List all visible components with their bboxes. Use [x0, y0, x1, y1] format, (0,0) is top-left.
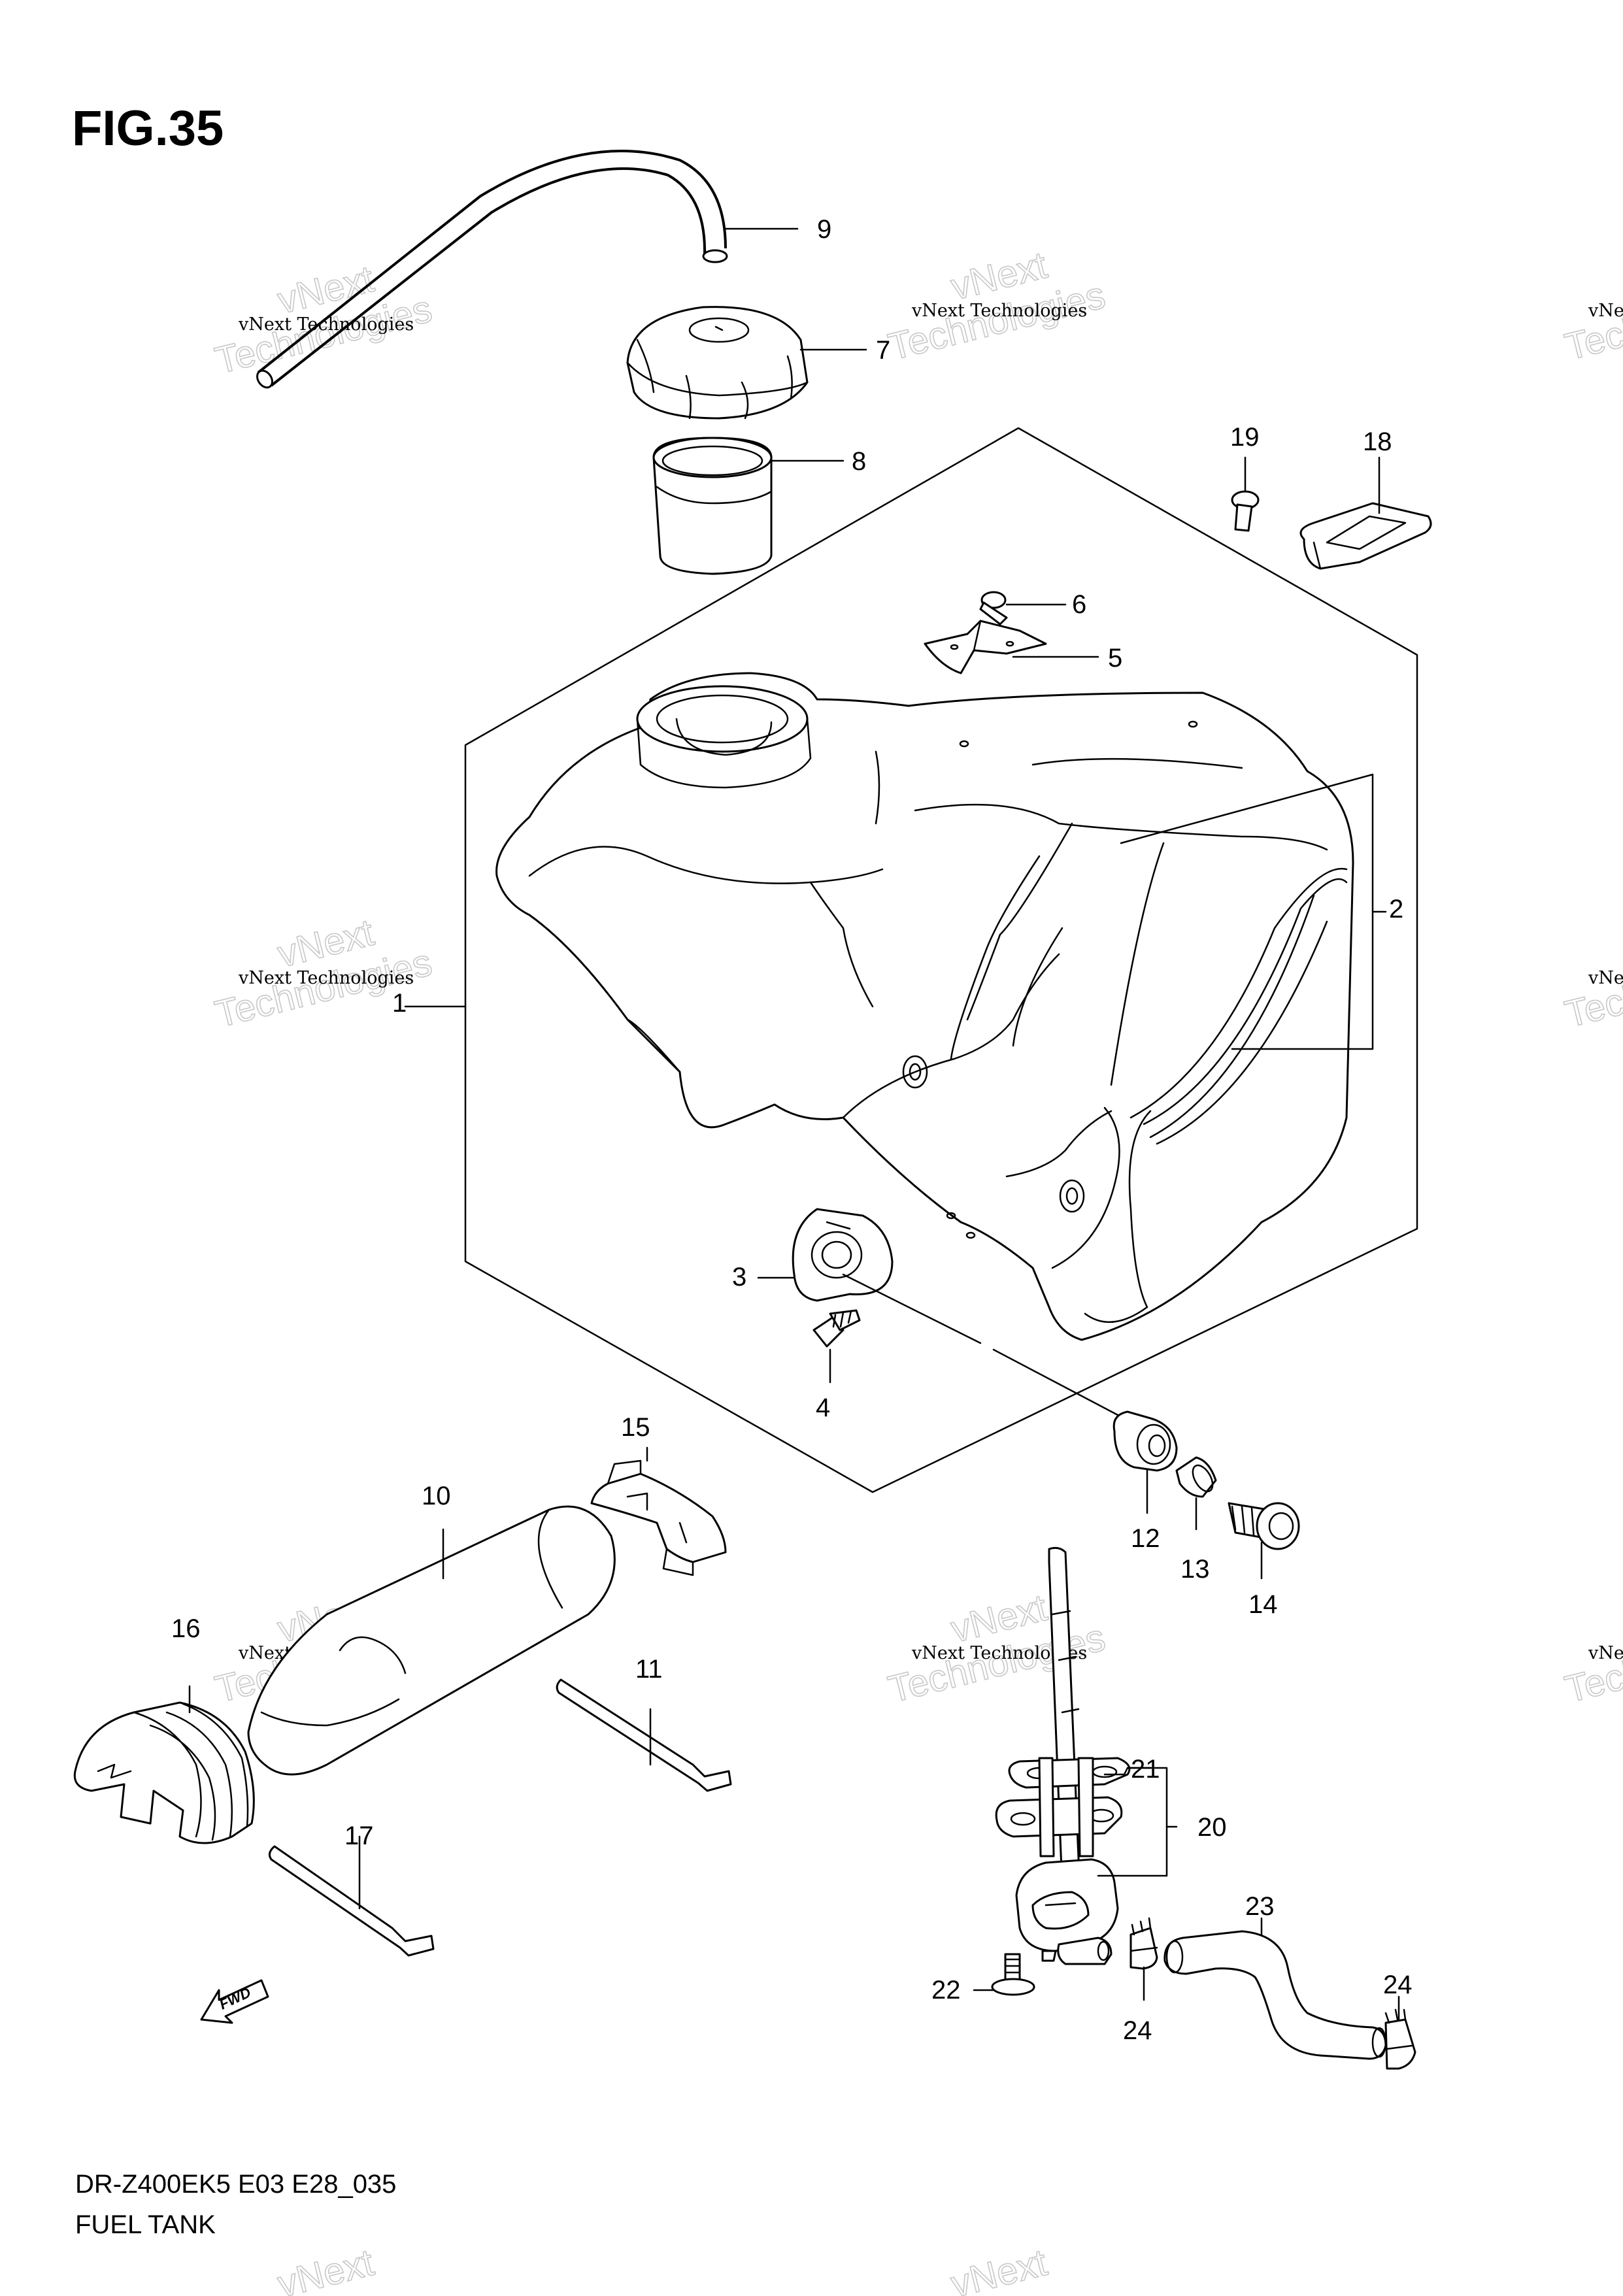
svg-text:vNext Technologies: vNext Technologies [1588, 301, 1623, 321]
breather-hose [256, 150, 728, 389]
callout-3: 3 [732, 1263, 746, 1291]
bracket-bolt [979, 591, 1008, 625]
cock-screw [991, 1953, 1035, 1996]
bracket-bolt-4 [812, 1309, 861, 1348]
callout-21: 21 [1131, 1755, 1160, 1784]
svg-text:vNext Technologies: vNext Technologies [1588, 968, 1623, 988]
watermark: vNext Technologies vNext Technologies [1560, 1586, 1623, 1711]
tank-bolt [1228, 1502, 1300, 1550]
hose-clamp-a [1129, 1917, 1158, 1970]
callout-18: 18 [1363, 427, 1392, 456]
svg-text:vNext Technologies: vNext Technologies [1588, 1643, 1623, 1663]
callout-24b: 24 [1123, 2016, 1152, 2045]
callout-17: 17 [344, 1822, 374, 1850]
callout-24a: 24 [1383, 1971, 1413, 1999]
watermark: vNext Technologies vNext Technologies [884, 1586, 1110, 1711]
heat-guard [247, 1505, 616, 1776]
leader-lines [188, 227, 1400, 2021]
callout-1: 1 [392, 989, 407, 1018]
fwd-arrow-icon: FWD [200, 1979, 269, 2024]
fuel-tank [495, 672, 1354, 1341]
callout-15: 15 [621, 1413, 650, 1442]
callout-7: 7 [876, 336, 890, 365]
grommet [1113, 1410, 1178, 1472]
callout-12: 12 [1131, 1524, 1160, 1553]
svg-text:Technologies: Technologies [1561, 941, 1623, 1036]
fuel-hose [1163, 1930, 1387, 2060]
fuel-cap [626, 306, 809, 420]
callout-22: 22 [931, 1976, 961, 2005]
tank-bracket [924, 620, 1047, 674]
cable-tie-17 [268, 1845, 435, 1957]
callout-20: 20 [1197, 1813, 1227, 1842]
assembly-boundary [464, 427, 1418, 1493]
watermark: vNext [946, 2240, 1052, 2296]
svg-text:Technologies: Technologies [1561, 274, 1623, 369]
watermark: vNext Technologies vNext Technologies [1560, 910, 1623, 1036]
callout-13: 13 [1180, 1555, 1210, 1584]
cable-tie-11 [556, 1678, 732, 1792]
collar [1175, 1456, 1217, 1498]
svg-text:vNext: vNext [273, 2241, 378, 2296]
heat-guard-clip [590, 1459, 727, 1576]
strap-screw [1231, 490, 1260, 532]
svg-text:vNext Technologies: vNext Technologies [238, 968, 414, 988]
callout-11: 11 [635, 1655, 663, 1684]
callout-10: 10 [422, 1482, 451, 1510]
callout-6: 6 [1072, 590, 1086, 619]
cap-gasket [652, 437, 773, 575]
callout-19: 19 [1230, 423, 1260, 452]
callout-23: 23 [1245, 1892, 1275, 1921]
callout-14: 14 [1248, 1590, 1278, 1619]
side-guard [73, 1701, 255, 1844]
svg-text:Technologies: Technologies [1561, 1616, 1623, 1711]
callout-8: 8 [852, 447, 866, 476]
callout-5: 5 [1108, 644, 1122, 673]
figure-title: FIG.35 [72, 101, 224, 156]
fuel-cock-bracket [792, 1208, 894, 1302]
callout-9: 9 [817, 215, 831, 244]
callout-16: 16 [171, 1614, 201, 1643]
figure-caption: FUEL TANK [75, 2210, 216, 2239]
callout-2: 2 [1389, 895, 1403, 923]
callouts: 9 7 8 19 18 6 5 2 1 3 4 15 10 12 13 14 1… [171, 215, 1413, 2045]
model-code: DR-Z400EK5 E03 E28_035 [75, 2170, 396, 2199]
watermark: vNext [273, 2240, 378, 2296]
watermark: vNext Technologies vNext Technologies [1560, 243, 1623, 369]
callout-4: 4 [816, 1393, 830, 1422]
watermark: vNext Technologies vNext Technologies [884, 243, 1110, 369]
fuel-cock [995, 1546, 1131, 1965]
hose-clamp-b [1384, 2008, 1416, 2070]
svg-text:vNext: vNext [946, 2241, 1051, 2296]
tank-strap [1299, 502, 1432, 570]
svg-text:vNext Technologies: vNext Technologies [911, 301, 1087, 321]
